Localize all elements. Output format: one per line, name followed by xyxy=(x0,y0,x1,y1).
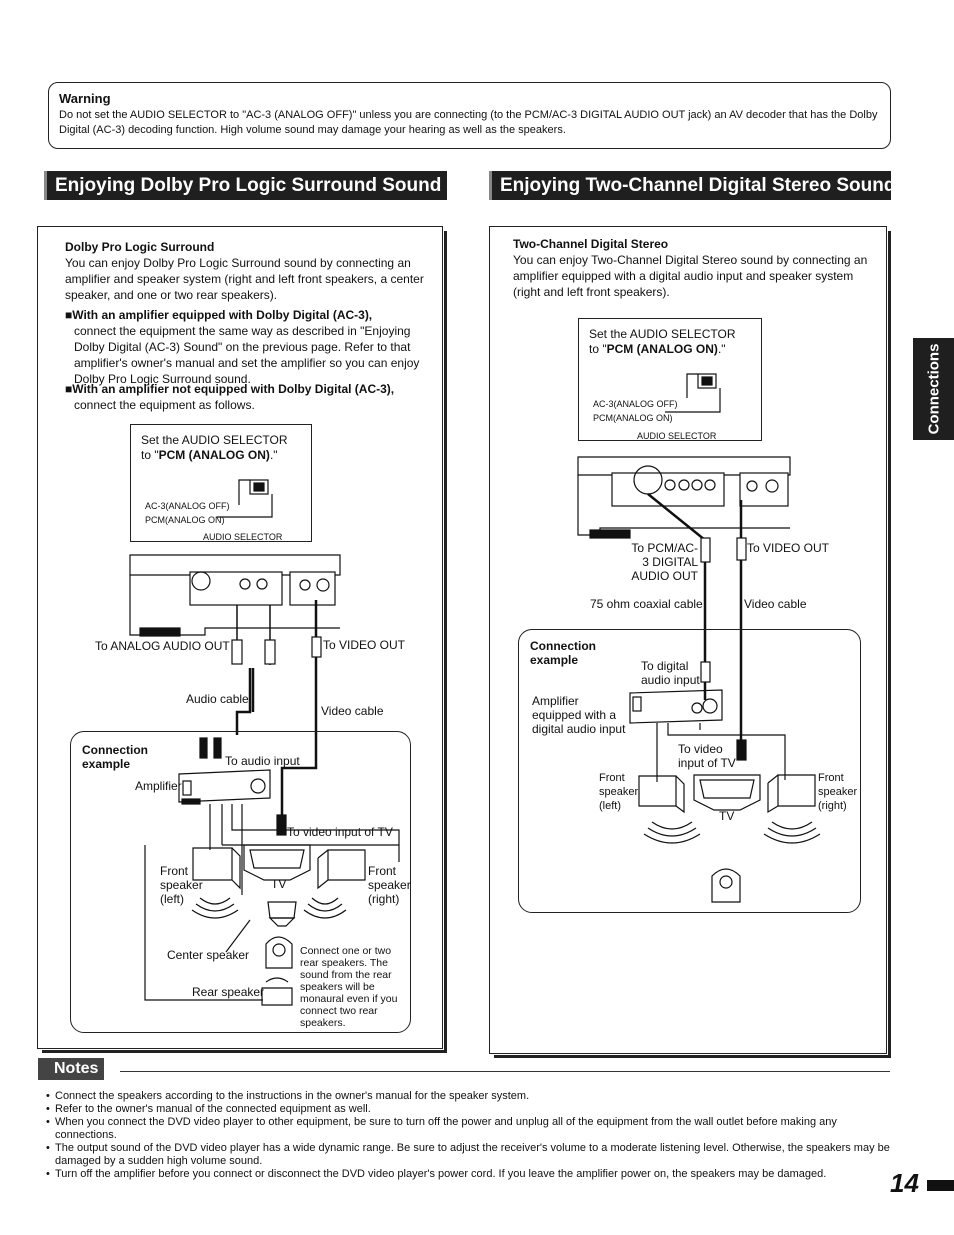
left-selector-caption: AUDIO SELECTOR xyxy=(203,532,283,542)
right-front-speaker-right: Front speaker (right) xyxy=(818,772,858,812)
right-selector-caption: AUDIO SELECTOR xyxy=(637,431,717,441)
page-number-bar xyxy=(927,1180,954,1191)
right-selector-setting: PCM (ANALOG ON) xyxy=(606,342,718,356)
left-selector-box: Set the AUDIO SELECTOR to "PCM (ANALOG O… xyxy=(130,424,312,542)
right-selector-box: Set the AUDIO SELECTOR to "PCM (ANALOG O… xyxy=(578,318,762,441)
left-selector-ac3: AC-3(ANALOG OFF) xyxy=(145,501,230,511)
right-dvd-player-icon xyxy=(577,456,791,539)
right-to-video-out: To VIDEO OUT xyxy=(747,541,830,555)
left-selector-switch-icon xyxy=(249,479,269,495)
warning-box: Warning Do not set the AUDIO SELECTOR to… xyxy=(48,82,891,149)
left-front-speaker-right: Front speaker (right) xyxy=(368,864,411,906)
left-front-speaker-left-icon xyxy=(192,847,241,890)
right-selector-pcm: PCM(ANALOG ON) xyxy=(593,413,673,423)
right-coax-cable: 75 ohm coaxial cable xyxy=(590,597,703,611)
note-item: Refer to the owner's manual of the conne… xyxy=(46,1103,891,1116)
left-bullet2-title: With an amplifier not equipped with Dolb… xyxy=(72,382,395,396)
banner-dolby-pro-logic: Enjoying Dolby Pro Logic Surround Sound xyxy=(44,171,447,200)
right-amplifier-icon xyxy=(629,689,723,724)
right-to-video-input-tv: To video input of TV xyxy=(678,742,736,770)
left-video-cable: Video cable xyxy=(321,704,384,718)
notes-divider xyxy=(120,1071,890,1072)
left-bullet2-text: connect the equipment as follows. xyxy=(74,398,255,412)
side-tab-connections: Connections xyxy=(913,338,954,440)
left-audio-cable: Audio cable xyxy=(186,692,249,706)
left-to-audio-input: To audio input xyxy=(225,754,300,768)
warning-title: Warning xyxy=(59,91,111,106)
right-tv-label: TV xyxy=(719,809,735,823)
left-tv-label: TV xyxy=(271,877,287,891)
left-selector-line1: Set the AUDIO SELECTOR xyxy=(141,433,288,447)
left-intro: You can enjoy Dolby Pro Logic Surround s… xyxy=(65,256,424,302)
left-dvd-player-icon xyxy=(129,554,341,637)
left-bullet1: ■With an amplifier equipped with Dolby D… xyxy=(65,307,435,387)
left-bullet1-title: With an amplifier equipped with Dolby Di… xyxy=(72,308,373,322)
listener-icon xyxy=(265,936,293,969)
right-to-digital-audio-input: To digital audio input xyxy=(641,659,700,687)
notes-list: Connect the speakers according to the in… xyxy=(46,1090,891,1181)
right-tv-icon xyxy=(693,774,761,811)
left-front-speaker-left: Front speaker (left) xyxy=(160,864,203,906)
left-connection-example: Connection example xyxy=(82,743,148,771)
right-section-title: Two-Channel Digital Stereo xyxy=(513,237,669,251)
left-bullet2: ■With an amplifier not equipped with Dol… xyxy=(65,381,435,413)
rear-speaker-label: Rear speaker xyxy=(192,985,265,999)
note-item: When you connect the DVD video player to… xyxy=(46,1116,891,1142)
right-video-cable: Video cable xyxy=(744,597,807,611)
right-amplifier-label: Amplifier equipped with a digital audio … xyxy=(532,694,626,736)
left-amplifier-icon xyxy=(178,769,271,805)
rear-speaker-note: Connect one or two rear speakers. The so… xyxy=(300,945,398,1029)
banner-two-channel: Enjoying Two-Channel Digital Stereo Soun… xyxy=(489,171,891,200)
notes-heading: Notes xyxy=(38,1058,105,1080)
warning-text: Do not set the AUDIO SELECTOR to "AC-3 (… xyxy=(59,109,878,136)
right-connection-example-box xyxy=(518,629,861,913)
right-connection-example: Connection example xyxy=(530,639,596,667)
left-to-analog-audio-out: To ANALOG AUDIO OUT xyxy=(95,639,230,653)
left-connection-example-box xyxy=(70,731,411,1033)
left-section-title: Dolby Pro Logic Surround xyxy=(65,240,215,254)
center-speaker-label: Center speaker xyxy=(167,948,250,962)
left-selector-pcm: PCM(ANALOG ON) xyxy=(145,515,225,525)
right-selector-line1: Set the AUDIO SELECTOR xyxy=(589,327,736,341)
right-to-pcm-ac3: To PCM/AC-3 DIGITAL AUDIO OUT xyxy=(631,541,698,583)
left-tv-icon xyxy=(243,844,311,881)
center-speaker-icon xyxy=(267,901,297,927)
left-bullet1-text: connect the equipment the same way as de… xyxy=(74,324,420,386)
rear-speaker-icon xyxy=(261,977,293,1006)
left-to-video-out: To VIDEO OUT xyxy=(323,638,406,652)
right-front-speaker-left-icon xyxy=(638,775,685,814)
page-number: 14 xyxy=(890,1168,919,1198)
note-item: Connect the speakers according to the in… xyxy=(46,1090,891,1103)
right-front-speaker-right-icon xyxy=(767,774,816,814)
right-front-speaker-left: Front speaker (left) xyxy=(599,772,639,812)
left-selector-setting: PCM (ANALOG ON) xyxy=(158,448,270,462)
right-selector-switch-icon xyxy=(697,373,717,389)
right-listener-icon xyxy=(711,868,741,903)
right-selector-ac3: AC-3(ANALOG OFF) xyxy=(593,399,678,409)
left-amplifier-label: Amplifier xyxy=(135,779,182,793)
left-to-video-input-tv: To video input of TV xyxy=(287,825,393,839)
note-item: Turn off the amplifier before you connec… xyxy=(46,1168,891,1181)
note-item: The output sound of the DVD video player… xyxy=(46,1142,891,1168)
right-intro: You can enjoy Two-Channel Digital Stereo… xyxy=(513,253,868,299)
left-front-speaker-right-icon xyxy=(317,849,366,890)
